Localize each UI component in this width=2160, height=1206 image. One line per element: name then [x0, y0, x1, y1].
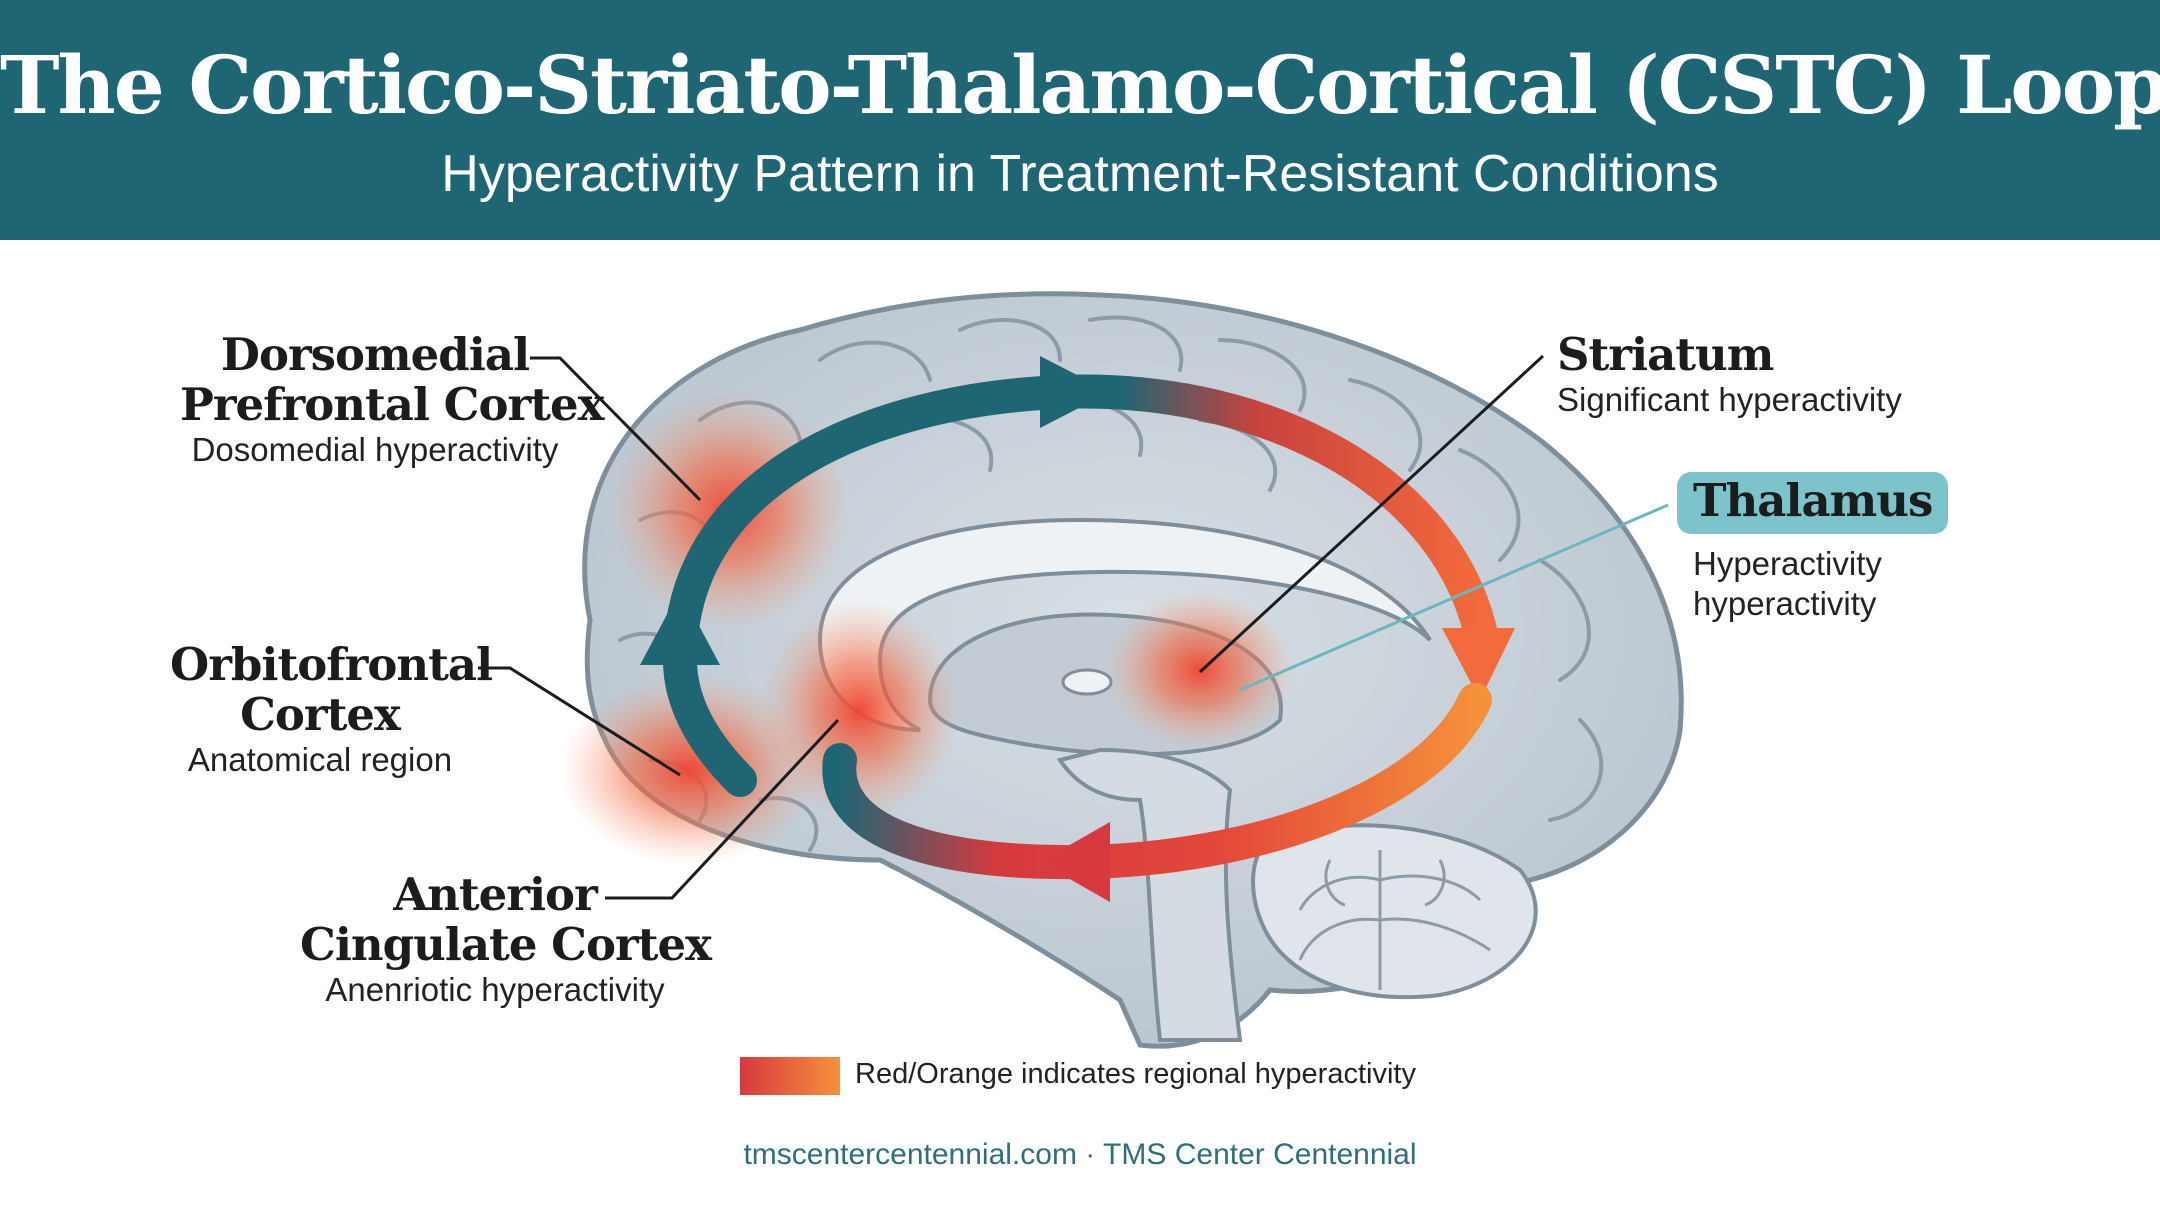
ofc-glow	[560, 675, 820, 865]
cerebellum	[1251, 823, 1538, 1000]
legend-color-swatch	[740, 1057, 840, 1095]
label-dmpfc: Dorsomedial Prefrontal Cortex Dosomedial…	[180, 328, 604, 470]
acc-name-line1: Anterior	[393, 868, 598, 921]
label-thalamus: Thalamus Hyperactivity hyperactivity	[1677, 472, 1949, 624]
striatum-description: Significant hyperactivity	[1557, 381, 1902, 418]
acc-leader	[605, 718, 840, 900]
left-arrowhead	[640, 590, 720, 665]
cstc-loop-arrows	[640, 356, 1515, 902]
dmpfc-name-line2: Prefrontal Cortex	[180, 378, 604, 431]
dmpfc-name-line1: Dorsomedial	[220, 328, 530, 381]
thalamus-badge: Thalamus	[1677, 472, 1949, 534]
striatum-name: Striatum	[1557, 328, 1774, 381]
thalamus-description-line2: hyperactivity	[1693, 585, 1877, 622]
legend-text: Red/Orange indicates regional hyperactiv…	[855, 1058, 1416, 1090]
page-subtitle: Hyperactivity Pattern in Treatment-Resis…	[441, 145, 1719, 203]
label-ofc: Orbitofrontal Cortex Anatomical region	[170, 638, 493, 780]
thalamus-description-line1: Hyperactivity	[1693, 545, 1882, 582]
footer-credit: tmscentercentennial.com · TMS Center Cen…	[743, 1138, 1417, 1171]
leader-lines	[478, 354, 1669, 900]
dmpfc-leader	[530, 356, 702, 502]
label-striatum: Striatum Significant hyperactivity	[1557, 330, 1902, 420]
page-title: The Cortico-Striato-Thalamo-Cortical (CS…	[0, 38, 2160, 132]
ofc-leader	[478, 666, 681, 777]
acc-description: Anenriotic hyperactivity	[325, 971, 665, 1008]
dmpfc-description: Dosomedial hyperactivity	[191, 431, 559, 468]
thalamus-name: Thalamus	[1693, 474, 1933, 527]
ofc-description: Anatomical region	[187, 741, 453, 778]
header-banner: The Cortico-Striato-Thalamo-Cortical (CS…	[0, 0, 2160, 240]
cstc-loop-diagram	[478, 291, 1684, 1049]
ofc-name-line1: Orbitofrontal	[170, 638, 493, 691]
ofc-name-line2: Cortex	[240, 688, 401, 741]
acc-name-line2: Cingulate Cortex	[300, 918, 712, 971]
right-arrowhead	[1442, 628, 1515, 700]
label-acc: Anterior Cingulate Cortex Anenriotic hyp…	[300, 868, 712, 1010]
thalamus-leader	[1239, 503, 1669, 692]
acc-glow	[760, 600, 960, 820]
top-arrowhead	[1040, 356, 1110, 428]
striatum-leader	[1198, 354, 1545, 674]
bottom-arrowhead	[1040, 822, 1110, 902]
